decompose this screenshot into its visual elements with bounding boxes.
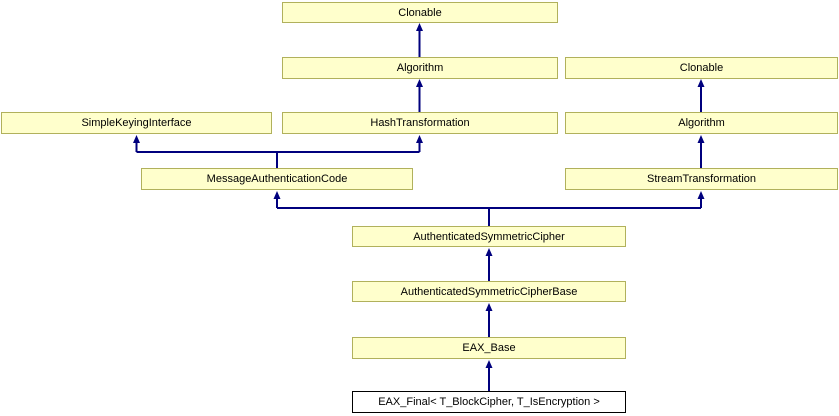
class-node-stream-transformation[interactable]: StreamTransformation [565,168,838,190]
inheritance-arrow [697,79,705,112]
class-node-clonable[interactable]: Clonable [282,2,558,23]
inheritance-arrow [697,135,705,168]
class-node-algorithm[interactable]: Algorithm [282,57,558,79]
inheritance-arrow [485,360,493,391]
class-node-algorithm-2[interactable]: Algorithm [565,112,838,134]
inheritance-arrow [485,303,493,337]
class-node-eax-base[interactable]: EAX_Base [352,337,626,359]
class-node-message-authentication-code[interactable]: MessageAuthenticationCode [141,168,413,190]
class-node-authenticated-symmetric-cipher-base[interactable]: AuthenticatedSymmetricCipherBase [352,281,626,302]
inheritance-arrow [416,79,423,112]
class-node-simple-keying-interface[interactable]: SimpleKeyingInterface [1,112,272,134]
inheritance-arrow [133,135,423,168]
class-node-hash-transformation[interactable]: HashTransformation [282,112,558,134]
class-node-clonable-2[interactable]: Clonable [565,57,838,79]
inheritance-arrow [416,23,423,57]
inheritance-arrow [485,248,493,281]
class-node-eax-final-current: EAX_Final< T_BlockCipher, T_IsEncryption… [352,391,626,413]
inheritance-arrow [273,191,705,226]
class-node-authenticated-symmetric-cipher[interactable]: AuthenticatedSymmetricCipher [352,226,626,247]
